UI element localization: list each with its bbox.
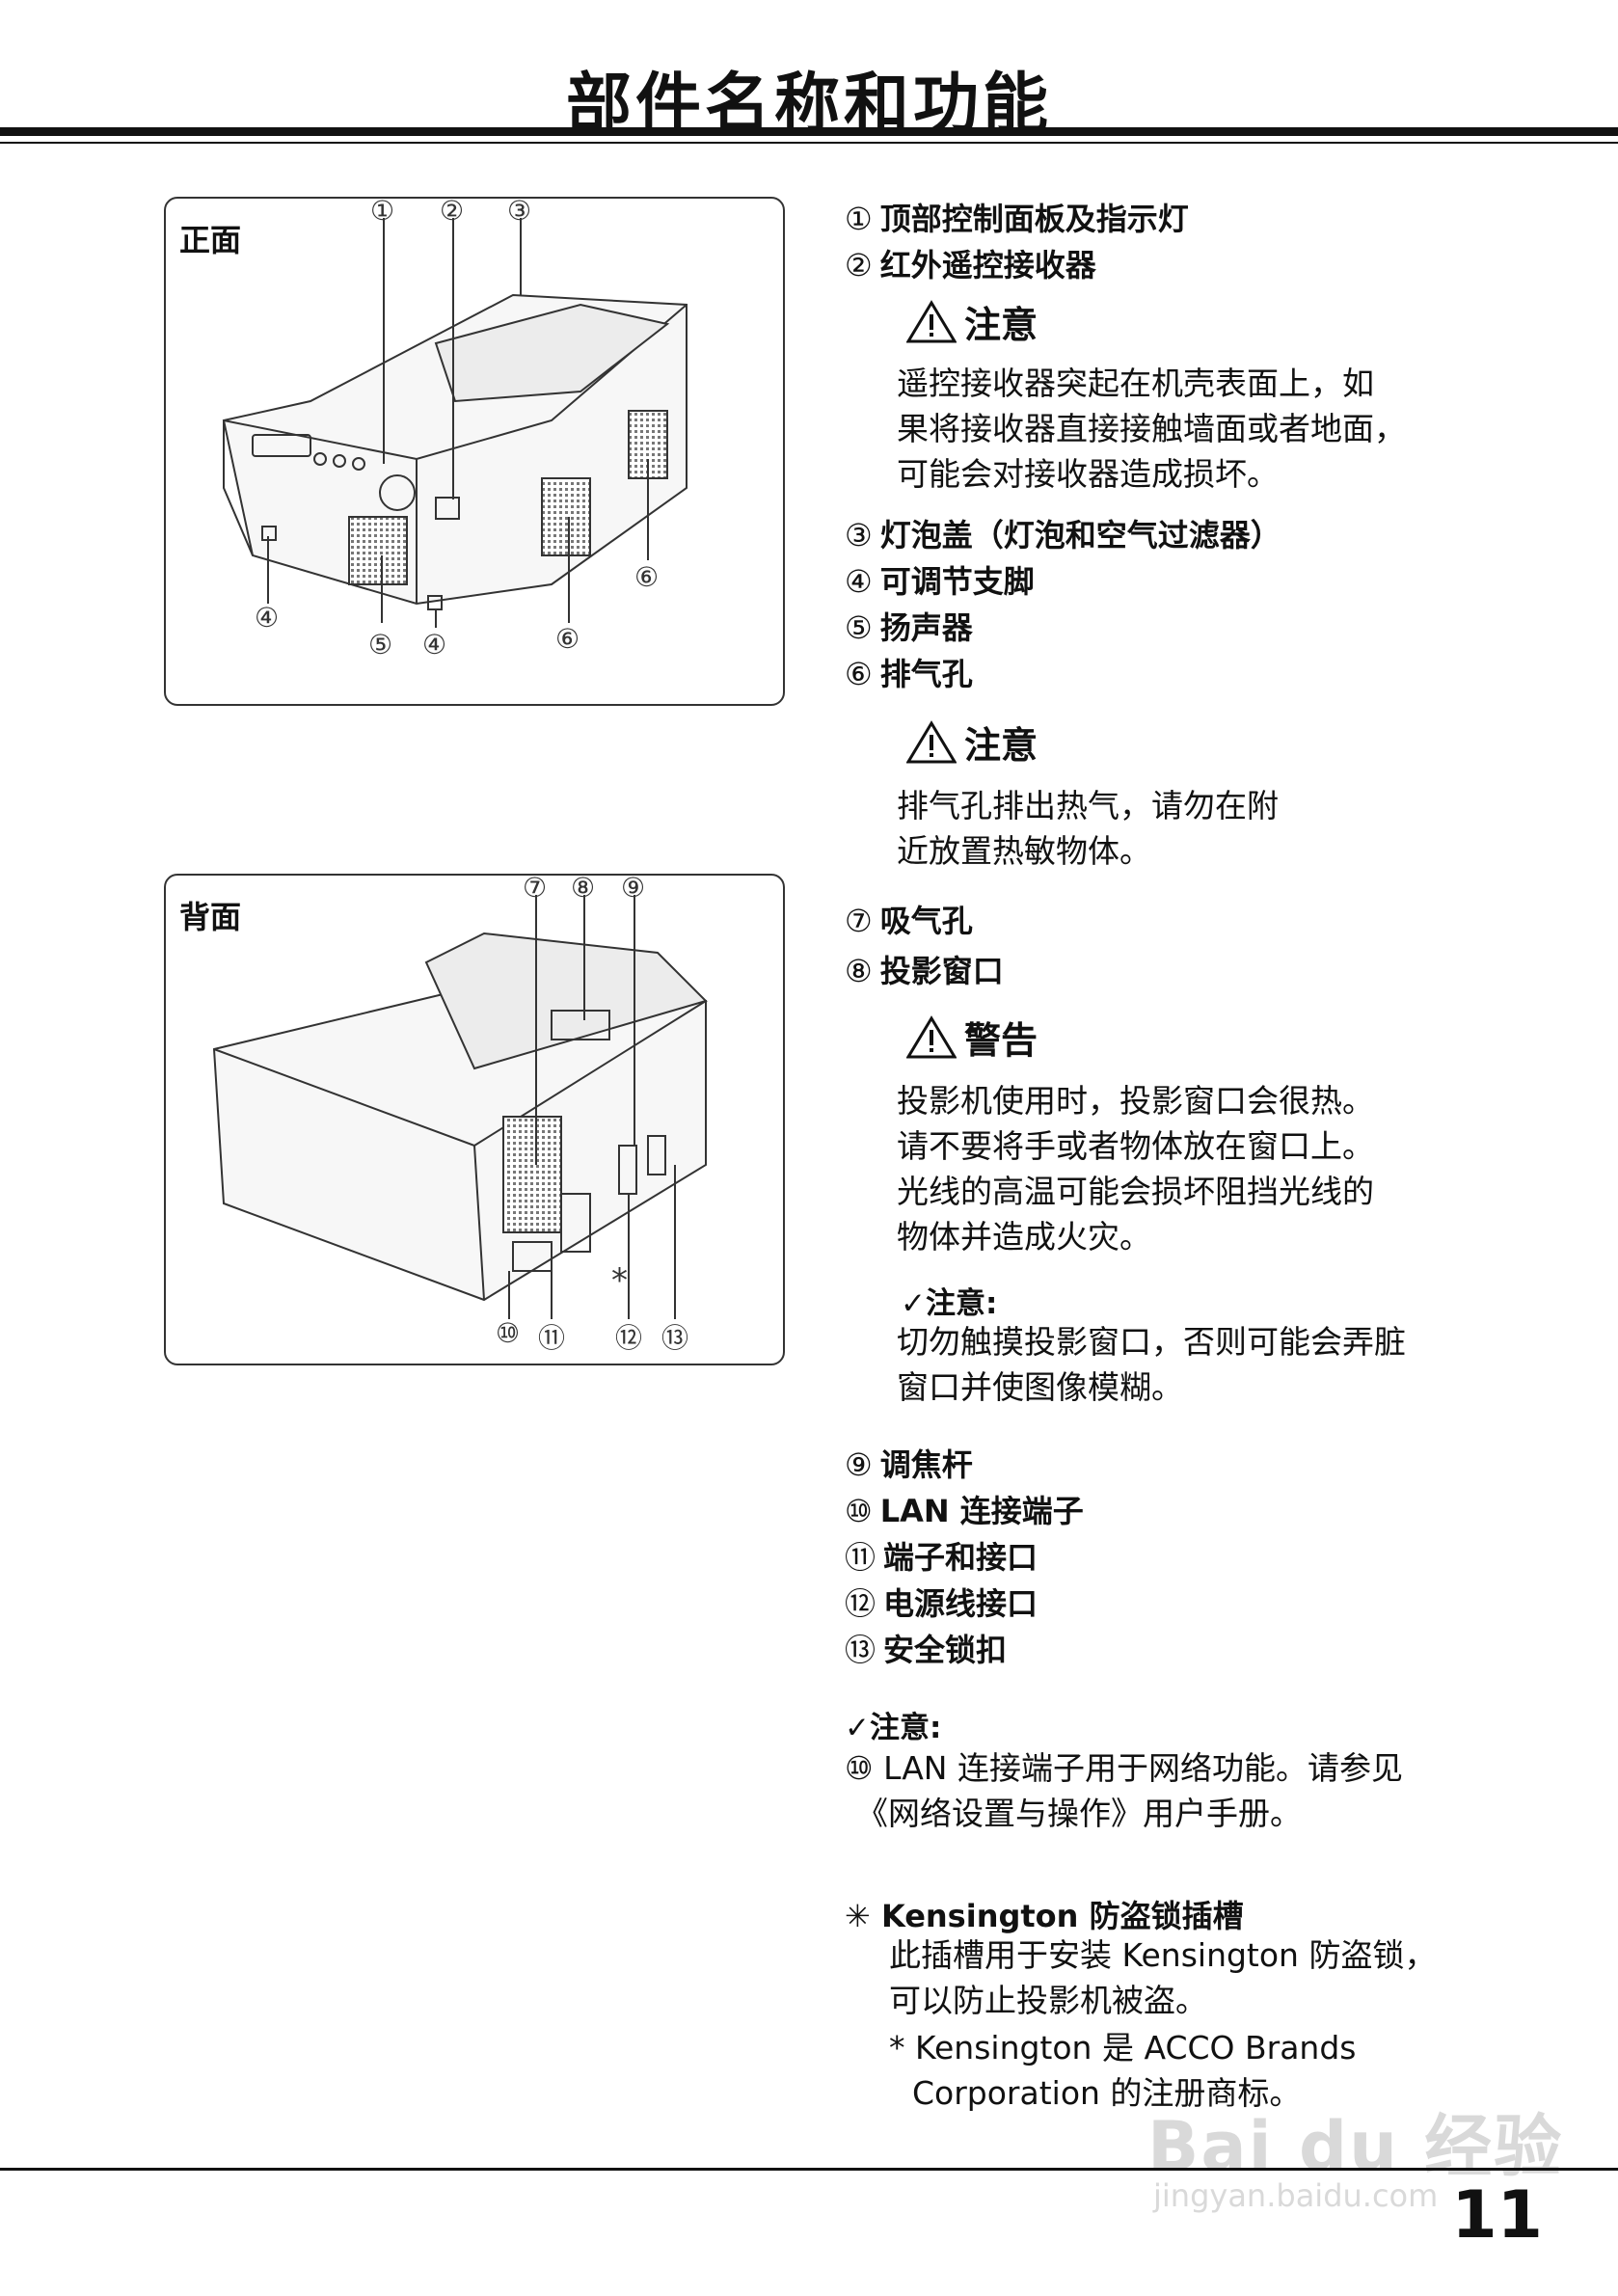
back-callout-12: ⑫ bbox=[615, 1322, 643, 1354]
caution-heading: 注意 bbox=[906, 716, 1038, 769]
warning-triangle-icon bbox=[906, 299, 957, 342]
page-number: 11 bbox=[1451, 2177, 1543, 2254]
back-callout-10: ⑩ bbox=[496, 1317, 521, 1349]
lan-note-text: ⑩ LAN 连接端子用于网络功能。请参见 《网络设置与操作》用户手册。 bbox=[845, 1749, 1403, 1832]
front-callout-4a: ④ bbox=[255, 602, 280, 634]
front-callout-1: ① bbox=[370, 195, 395, 227]
warning-triangle-icon bbox=[906, 1014, 957, 1058]
projector-front-illustration bbox=[222, 218, 688, 628]
front-callout-6a: ⑥ bbox=[555, 623, 580, 655]
front-view-panel: 正面 bbox=[164, 195, 785, 706]
header-rule-thin bbox=[0, 142, 1618, 144]
back-view-label: 背面 bbox=[179, 899, 242, 935]
warning-note-heading: ✓注意: bbox=[901, 1286, 998, 1321]
front-callout-6b: ⑥ bbox=[634, 561, 660, 593]
baidu-watermark: Bai du 经验 bbox=[1147, 2107, 1564, 2186]
warning-note-text: 切勿触摸投影窗口，否则可能会弄脏 窗口并使图像模糊。 bbox=[897, 1323, 1406, 1406]
caution-text: 遥控接收器突起在机壳表面上，如 果将接收器直接接触墙面或者地面， 可能会对接收器… bbox=[897, 365, 1406, 493]
front-callout-5: ⑤ bbox=[368, 629, 393, 661]
kensington-footnote: * Kensington 是 ACCO Brands Corporation 的… bbox=[889, 2029, 1357, 2112]
projector-back-illustration bbox=[212, 895, 708, 1319]
back-callout-kensington: * bbox=[611, 1261, 628, 1300]
front-view-label: 正面 bbox=[179, 222, 242, 258]
kensington-heading: ✳ Kensington 防盗锁插槽 bbox=[845, 1898, 1244, 1934]
back-callout-8: ⑧ bbox=[571, 872, 596, 904]
footer-rule bbox=[0, 2168, 1618, 2171]
caution-heading: 注意 bbox=[906, 295, 1038, 348]
back-callout-7: ⑦ bbox=[523, 872, 548, 904]
back-callout-11: ⑪ bbox=[538, 1322, 566, 1354]
warning-text: 投影机使用时，投影窗口会很热。 请不要将手或者物体放在窗口上。 光线的高温可能会… bbox=[897, 1082, 1374, 1256]
warning-heading: 警告 bbox=[906, 1011, 1038, 1064]
back-view-panel: 背面 bbox=[164, 872, 785, 1365]
kensington-text: 此插槽用于安装 Kensington 防盗锁， 可以防止投影机被盗。 bbox=[889, 1936, 1437, 2019]
header-rule-thick bbox=[0, 127, 1618, 136]
front-callout-2: ② bbox=[440, 195, 465, 227]
back-callout-9: ⑨ bbox=[621, 872, 646, 904]
back-callout-13: ⑬ bbox=[661, 1322, 689, 1354]
warning-triangle-icon bbox=[906, 719, 957, 763]
front-callout-4b: ④ bbox=[422, 629, 447, 661]
baidu-watermark-url: jingyan.baidu.com bbox=[1153, 2177, 1439, 2214]
caution-text: 排气孔排出热气，请勿在附 近放置热敏物体。 bbox=[897, 787, 1279, 870]
lan-note-heading: ✓注意: bbox=[845, 1711, 942, 1745]
front-callout-3: ③ bbox=[507, 195, 532, 227]
